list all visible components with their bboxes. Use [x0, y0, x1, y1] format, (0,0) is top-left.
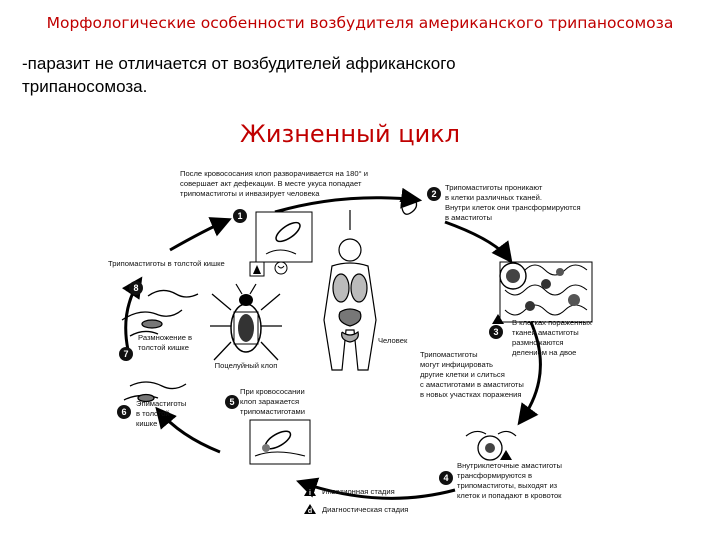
intro-paragraph: -паразит не отличается от возбудителей а…: [22, 54, 456, 96]
svg-text:5: 5: [229, 397, 234, 407]
step-3-line: размножаются: [512, 338, 564, 347]
step-5-line: клоп заражается: [240, 397, 299, 406]
trypomastigote-in-tissue-illustration: [399, 194, 418, 215]
step-6-line: в толстой: [136, 409, 170, 418]
step-5-text: При кровососании клоп заражается трипома…: [240, 387, 305, 416]
human-label: Человек: [378, 336, 408, 345]
legend: i Инвазионная стадия d Диагностическая с…: [304, 486, 408, 515]
kissing-bug-label: Поцелуйный клоп: [215, 361, 278, 370]
step-2-line: в клетки различных тканей.: [445, 193, 542, 202]
svg-text:6: 6: [121, 407, 126, 417]
step-6-badge: 6: [117, 405, 131, 419]
step-3-line: В клетках пораженных: [512, 318, 592, 327]
svg-text:2: 2: [431, 189, 436, 199]
spread-line: Трипомастиготы: [420, 350, 478, 359]
step-2-line: Трипомастиготы проникают: [445, 183, 543, 192]
legend-diagnostic: d Диагностическая стадия: [304, 504, 408, 515]
epimastigotes-illustration: [123, 381, 187, 403]
infected-tissue-illustration: [499, 261, 593, 323]
spread-line: могут инфицировать: [420, 360, 493, 369]
step-5-badge: 5: [225, 395, 239, 409]
step-2-line: в амастиготы: [445, 213, 492, 222]
hindgut-trypomastigotes-illustration: [121, 289, 199, 337]
svg-text:1: 1: [237, 211, 242, 221]
kissing-bug-illustration: [210, 283, 282, 361]
bug-feeding-illustration: [249, 419, 311, 465]
step-2-badge: 2: [427, 187, 441, 201]
svg-text:8: 8: [133, 283, 138, 293]
trypomastigote-spread-text: Трипомастиготы могут инфицировать другие…: [420, 350, 524, 399]
human-figure-illustration: [323, 210, 377, 371]
step-4-line: клеток и попадают в кровоток: [457, 491, 562, 500]
step-7-line: толстой кишке: [138, 343, 189, 352]
legend-diagnostic-label: Диагностическая стадия: [322, 505, 408, 514]
step-7-badge: 7: [119, 347, 133, 361]
step-4-line: трансформируются в: [457, 471, 532, 480]
step-8-badge: 8: [129, 281, 143, 295]
step-3-text: В клетках пораженных тканей амастиготы р…: [512, 318, 592, 357]
step-1-text: После кровососания клоп разворачивается …: [180, 169, 368, 198]
step-4-badge: 4: [439, 471, 453, 485]
diagnostic-stage-marker-2: [500, 450, 512, 460]
step-7-text: Размножение в толстой кишке: [138, 333, 192, 352]
invasive-stage-marker: [249, 261, 265, 277]
spread-line: в новых участках поражения: [420, 390, 521, 399]
cycle-arrows: [121, 187, 542, 500]
amastigote-release-illustration: [465, 430, 517, 461]
legend-invasive: i Инвазионная стадия: [304, 486, 395, 497]
diagnostic-stage-marker: [492, 314, 504, 324]
life-cycle-heading: Жизненный цикл: [240, 120, 460, 148]
step-8-line: Трипомастиготы в толстой кишке: [108, 259, 225, 268]
life-cycle-diagram: После кровососания клоп разворачивается …: [108, 169, 593, 515]
step-1-line: совершает акт дефекации. В месте укуса п…: [180, 179, 362, 188]
svg-text:3: 3: [493, 327, 498, 337]
step-3-line: делением на двое: [512, 348, 576, 357]
step-4-line: трипомастиготы, выходят из: [457, 481, 558, 490]
step-4-line: Внутриклеточные амастиготы: [457, 461, 562, 470]
bite-site-illustration: [255, 211, 313, 275]
step-5-line: трипомастиготами: [240, 407, 305, 416]
step-1-badge: 1: [233, 209, 247, 223]
svg-text:d: d: [308, 508, 312, 515]
step-6-text: Эпимастиготы в толстой кишке: [136, 399, 186, 428]
step-1-line: После кровососания клоп разворачивается …: [180, 169, 368, 178]
step-6-line: Эпимастиготы: [136, 399, 186, 408]
svg-text:i: i: [309, 490, 311, 497]
svg-text:7: 7: [123, 349, 128, 359]
step-2-line: Внутри клеток они трансформируются: [445, 203, 581, 212]
spread-line: другие клетки и слиться: [420, 370, 505, 379]
step-4-text: Внутриклеточные амастиготы трансформирую…: [457, 461, 562, 500]
step-7-line: Размножение в: [138, 333, 192, 342]
step-8-text: Трипомастиготы в толстой кишке: [108, 259, 225, 268]
step-6-line: кишке: [136, 419, 157, 428]
step-3-badge: 3: [489, 325, 503, 339]
spread-line: с амастиготами в амастиготы: [420, 380, 524, 389]
step-3-line: тканей амастиготы: [512, 328, 579, 337]
step-5-line: При кровососании: [240, 387, 305, 396]
legend-invasive-label: Инвазионная стадия: [322, 487, 395, 496]
slide-title: Морфологические особенности возбудителя …: [46, 14, 674, 32]
step-2-text: Трипомастиготы проникают в клетки различ…: [445, 183, 581, 222]
svg-text:4: 4: [443, 473, 448, 483]
step-1-line: трипомастиготы и инвазирует человека: [180, 189, 320, 198]
